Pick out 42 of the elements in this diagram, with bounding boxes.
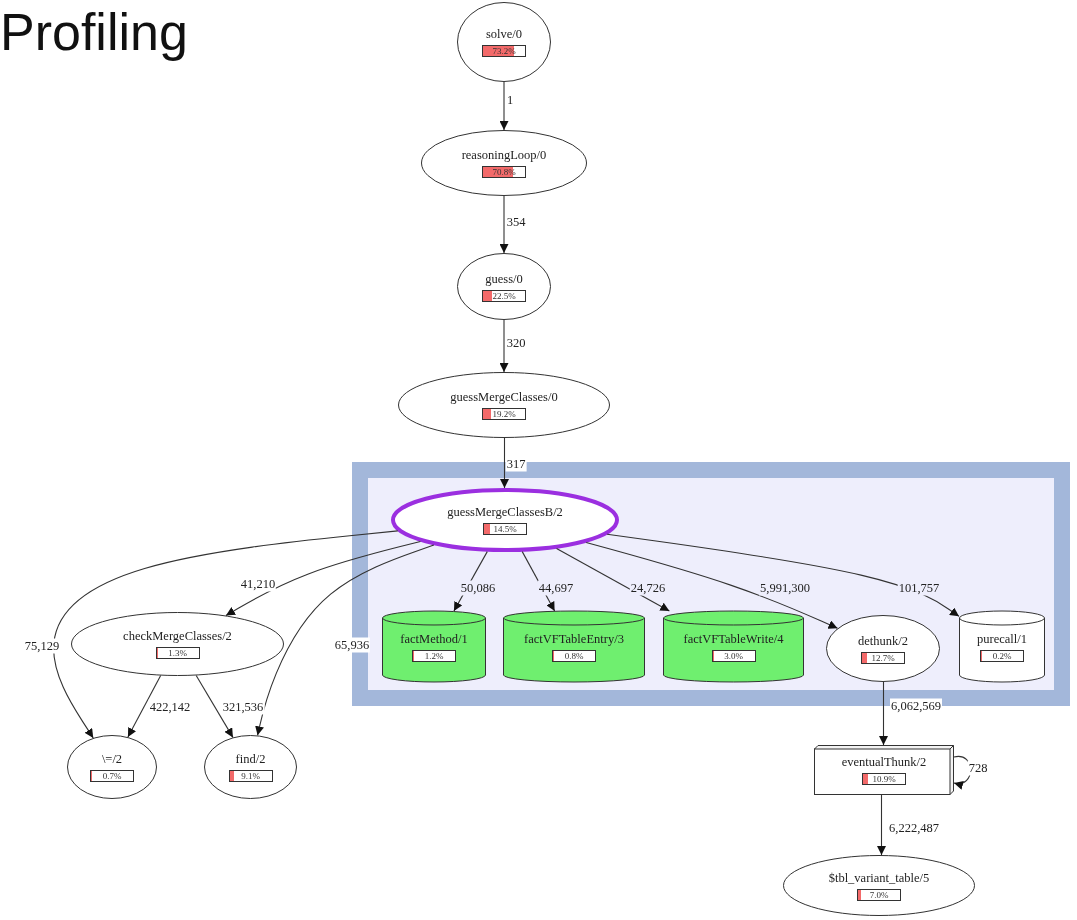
node-name: checkMergeClasses/2 xyxy=(123,629,232,644)
arrow xyxy=(877,794,886,856)
node-name: factMethod/1 xyxy=(400,631,468,647)
page-title: Profiling xyxy=(0,2,188,62)
edge-label: 75,129 xyxy=(23,638,61,654)
percent-bar: 9.1% xyxy=(228,770,273,782)
edge-label: 44,697 xyxy=(537,580,575,596)
edge-label: 50,086 xyxy=(459,580,497,596)
percent-bar: 10.9% xyxy=(862,773,906,785)
percent-bar: 1.3% xyxy=(155,647,200,659)
node-name: find/2 xyxy=(235,752,266,767)
arrow xyxy=(195,674,234,738)
percent-bar: 14.5% xyxy=(483,523,527,535)
node-name: factVFTableWrite/4 xyxy=(683,631,784,647)
edge-label: 728 xyxy=(967,760,989,776)
arrow xyxy=(499,195,509,254)
arrow xyxy=(500,437,509,489)
node-name: solve/0 xyxy=(485,27,523,42)
arrow xyxy=(53,530,399,739)
edge-label: 6,062,569 xyxy=(890,698,942,714)
arrow xyxy=(556,548,670,612)
node-name: eventualThunk/2 xyxy=(841,755,927,770)
edge-label: 65,936 xyxy=(333,637,371,653)
arrow xyxy=(499,81,509,131)
node-name: guess/0 xyxy=(485,271,523,287)
node-name: guessMergeClassesB/2 xyxy=(447,505,563,520)
arrow xyxy=(127,675,162,738)
node-name: purecall/1 xyxy=(977,631,1027,647)
arrow xyxy=(255,544,435,736)
arrow xyxy=(879,681,888,746)
arrow xyxy=(585,541,839,629)
percent-bar: 0.7% xyxy=(90,770,134,782)
arrow xyxy=(606,533,960,617)
node-name: $tbl_variant_table/5 xyxy=(828,870,930,886)
node-name: reasoningLoop/0 xyxy=(461,148,547,163)
percent-bar: 19.2% xyxy=(482,408,526,420)
node-name: dethunk/2 xyxy=(858,633,908,649)
node-name: \=/2 xyxy=(101,752,123,767)
node-name: guessMergeClasses/0 xyxy=(450,390,558,405)
arrow xyxy=(225,540,421,617)
arrow xyxy=(499,319,509,373)
node-name: factVFTableEntry/3 xyxy=(524,631,624,647)
